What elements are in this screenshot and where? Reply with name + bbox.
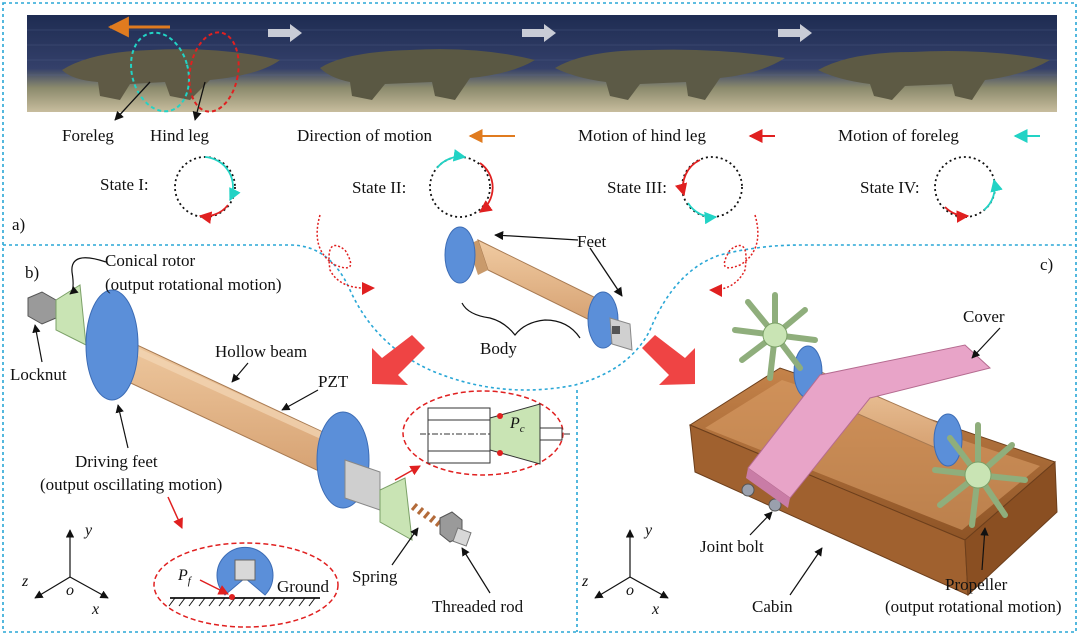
label-body: Body [480, 339, 517, 358]
label-propeller-sub: (output rotational motion) [885, 597, 1062, 616]
axis-c-z: z [581, 573, 589, 590]
label-foreleg: Foreleg [62, 126, 114, 145]
label-hind-leg: Hind leg [150, 126, 210, 145]
axes-b [34, 529, 109, 599]
center-stator [444, 226, 633, 351]
panel-b-label: b) [25, 263, 39, 282]
label-pc: Pc [509, 415, 525, 435]
hind-leg-highlight [188, 31, 240, 113]
loop-arrow-left [316, 214, 373, 289]
label-propeller: Propeller [945, 575, 1008, 594]
label-locknut: Locknut [10, 365, 67, 384]
state-2-label: State II: [352, 178, 406, 197]
crocodile-3 [555, 49, 785, 100]
label-driving-feet: Driving feet [75, 452, 158, 471]
label-driving-feet-sub: (output oscillating motion) [40, 475, 222, 494]
axes-c [594, 529, 669, 599]
sequence-arrow-2 [522, 24, 556, 42]
state-2-cycle [429, 149, 494, 218]
body-brace [461, 302, 581, 339]
axis-b-z: z [21, 573, 29, 590]
panel-a-label: a) [12, 215, 25, 234]
sequence-arrow-3 [778, 24, 812, 42]
label-threaded-rod: Threaded rod [432, 597, 524, 616]
loop-arrow-right [711, 214, 759, 291]
axis-c-x: x [651, 601, 659, 618]
state-3-label: State III: [607, 178, 667, 197]
crocodile-photo-strip [27, 15, 1057, 121]
contact-pf-callout [153, 542, 339, 628]
sequence-arrow-1 [268, 24, 302, 42]
contact-pc-callout [402, 390, 570, 476]
foreleg-highlight [130, 31, 190, 113]
label-feet: Feet [577, 232, 607, 251]
label-ground: Ground [277, 577, 329, 596]
state-1-cycle [174, 156, 241, 224]
state-4-label: State IV: [860, 178, 920, 197]
label-conical-rotor: Conical rotor [105, 251, 196, 270]
axis-b-y: y [83, 522, 93, 539]
crocodile-2 [320, 49, 535, 100]
label-cabin: Cabin [752, 597, 793, 616]
big-arrow-to-b [372, 335, 425, 385]
label-joint-bolt: Joint bolt [700, 537, 764, 556]
big-arrow-to-c [642, 335, 695, 385]
label-pzt: PZT [318, 372, 349, 391]
actuator-assembly [27, 284, 472, 547]
panel-c-label: c) [1040, 255, 1053, 274]
label-pf: Pf [177, 567, 193, 587]
legend-fore-label: Motion of foreleg [838, 126, 959, 145]
crocodile-4 [818, 51, 1050, 100]
axis-c-o: o [626, 582, 634, 599]
label-spring: Spring [352, 567, 398, 586]
label-conical-rotor-sub: (output rotational motion) [105, 275, 282, 294]
robot-assembly [688, 292, 1058, 597]
state-4-cycle [934, 156, 1003, 223]
crocodile-1 [62, 49, 280, 100]
axis-c-y: y [643, 522, 653, 539]
state-3-cycle [674, 156, 743, 225]
label-cover: Cover [963, 307, 1005, 326]
legend-hind-label: Motion of hind leg [578, 126, 706, 145]
axis-b-o: o [66, 582, 74, 599]
state-1-label: State I: [100, 175, 149, 194]
legend-direction-label: Direction of motion [297, 126, 433, 145]
axis-b-x: x [91, 601, 99, 618]
label-hollow-beam: Hollow beam [215, 342, 307, 361]
